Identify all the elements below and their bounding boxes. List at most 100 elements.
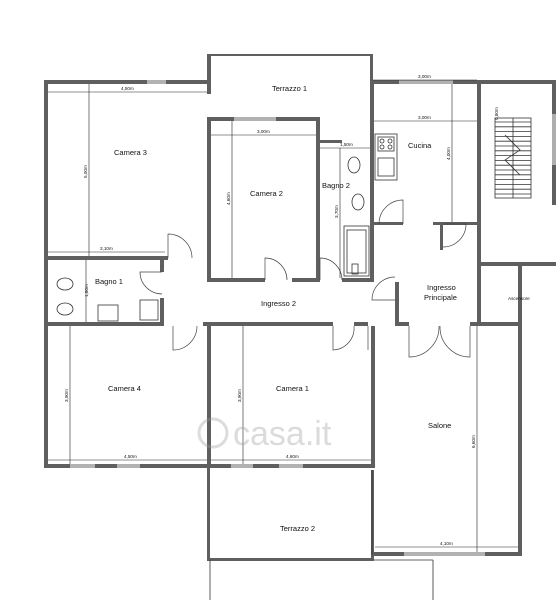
dim-label-cucina-height: 4,00m xyxy=(446,147,451,160)
dim-label-camera2-height: 4,60m xyxy=(226,192,231,205)
wall xyxy=(481,80,556,84)
wall xyxy=(207,117,211,282)
dimension-labels: 3,00m 3,00m 4,00m 4,50m 5,00m 3,10m 3,00… xyxy=(64,74,499,546)
burner xyxy=(379,138,385,144)
walls xyxy=(44,54,556,561)
watermark-text: casa.it xyxy=(233,415,332,453)
wall xyxy=(44,322,164,326)
door-ingresso xyxy=(442,223,467,248)
wall xyxy=(373,222,403,225)
wall xyxy=(44,326,48,468)
windows xyxy=(70,80,556,600)
dim-label-bagno2-top: 1,50m xyxy=(340,142,353,147)
door-camera4 xyxy=(172,325,198,351)
wall xyxy=(166,80,211,84)
door-cucina xyxy=(378,199,404,225)
wall xyxy=(276,117,317,121)
washbasin xyxy=(351,193,365,211)
wall xyxy=(433,222,477,225)
dim-label-cucina-inner: 3,00m xyxy=(418,115,431,120)
wall xyxy=(253,464,279,468)
stove xyxy=(377,136,395,152)
wall xyxy=(395,282,399,326)
wall xyxy=(453,80,481,84)
label-bagno1: Bagno 1 xyxy=(95,277,123,286)
wall xyxy=(440,222,443,250)
wall xyxy=(95,464,117,468)
wall xyxy=(470,322,522,326)
room-labels: Terrazzo 1 Camera 3 Camera 2 Bagno 2 Cuc… xyxy=(95,84,530,533)
door-camera1 xyxy=(332,325,355,351)
dim-label-camera3-top: 4,50m xyxy=(121,86,134,91)
wall xyxy=(207,278,265,282)
label-camera3: Camera 3 xyxy=(114,148,147,157)
door-ingresso-principale xyxy=(371,276,396,301)
wall xyxy=(207,54,211,94)
dim-label-salone-bottom: 4,10m xyxy=(440,541,453,546)
watermark-logo-icon xyxy=(197,417,229,449)
bathtub xyxy=(343,225,370,277)
label-ascensore: Ascensore xyxy=(508,296,530,301)
wall xyxy=(342,278,372,282)
watermark: casa.it xyxy=(197,415,332,453)
wall xyxy=(399,322,409,326)
kitchen-counter xyxy=(374,133,398,181)
dim-label-camera1-bottom: 4,60m xyxy=(286,454,299,459)
door-salone-left xyxy=(408,325,440,358)
dim-label-camera4-height: 3,90m xyxy=(64,389,69,402)
wall xyxy=(44,464,70,468)
label-ingresso2: Ingresso 2 xyxy=(261,299,296,308)
wall xyxy=(207,117,234,121)
wall xyxy=(211,464,231,468)
dim-label-camera4-bottom: 4,50m xyxy=(124,454,137,459)
wall xyxy=(44,80,48,260)
wall xyxy=(371,326,375,468)
door-camera3 xyxy=(167,233,193,259)
wall xyxy=(44,256,168,260)
dim-label-camera2-top: 3,00m xyxy=(257,129,270,134)
dim-label-cucina-top: 3,00m xyxy=(418,74,431,79)
shower xyxy=(139,299,159,321)
bidet xyxy=(351,263,359,275)
wall xyxy=(44,80,147,84)
wall xyxy=(371,470,374,560)
dim-label-bagno1-height: 1,80m xyxy=(84,284,89,297)
label-terrazzo1: Terrazzo 1 xyxy=(272,84,307,93)
label-camera4: Camera 4 xyxy=(108,384,141,393)
label-ingresso-principale-1: Ingresso xyxy=(427,283,456,292)
wall xyxy=(320,140,342,143)
wall xyxy=(481,262,556,266)
washbasin xyxy=(97,304,119,322)
wall xyxy=(160,260,164,272)
wall xyxy=(485,552,522,556)
dim-label-stair: 0,80m xyxy=(494,107,499,120)
label-terrazzo2: Terrazzo 2 xyxy=(280,524,315,533)
door-bagno1 xyxy=(139,271,163,295)
dim-label-camera3-height: 5,00m xyxy=(83,165,88,178)
door-bagno2 xyxy=(319,257,343,281)
toilet xyxy=(56,277,74,291)
wall xyxy=(354,322,368,326)
dim-label-camera1-height: 3,90m xyxy=(237,389,242,402)
dim-label-camera3-bottom: 3,10m xyxy=(100,246,113,251)
wall xyxy=(477,80,481,270)
wall xyxy=(207,558,374,561)
wall xyxy=(477,266,481,326)
wall xyxy=(316,117,320,282)
kitchen-sink xyxy=(377,157,395,177)
wall xyxy=(370,54,373,82)
toilet xyxy=(347,156,361,174)
wall xyxy=(374,552,404,556)
staircase xyxy=(494,117,532,199)
wall xyxy=(373,80,399,84)
wall xyxy=(207,54,371,56)
wall xyxy=(207,468,210,560)
dim-label-bagno2-height: 3,70m xyxy=(334,205,339,218)
wall xyxy=(552,84,556,114)
wall xyxy=(140,464,210,468)
wall xyxy=(370,82,374,282)
burner xyxy=(387,138,393,144)
door-camera2 xyxy=(264,257,288,281)
